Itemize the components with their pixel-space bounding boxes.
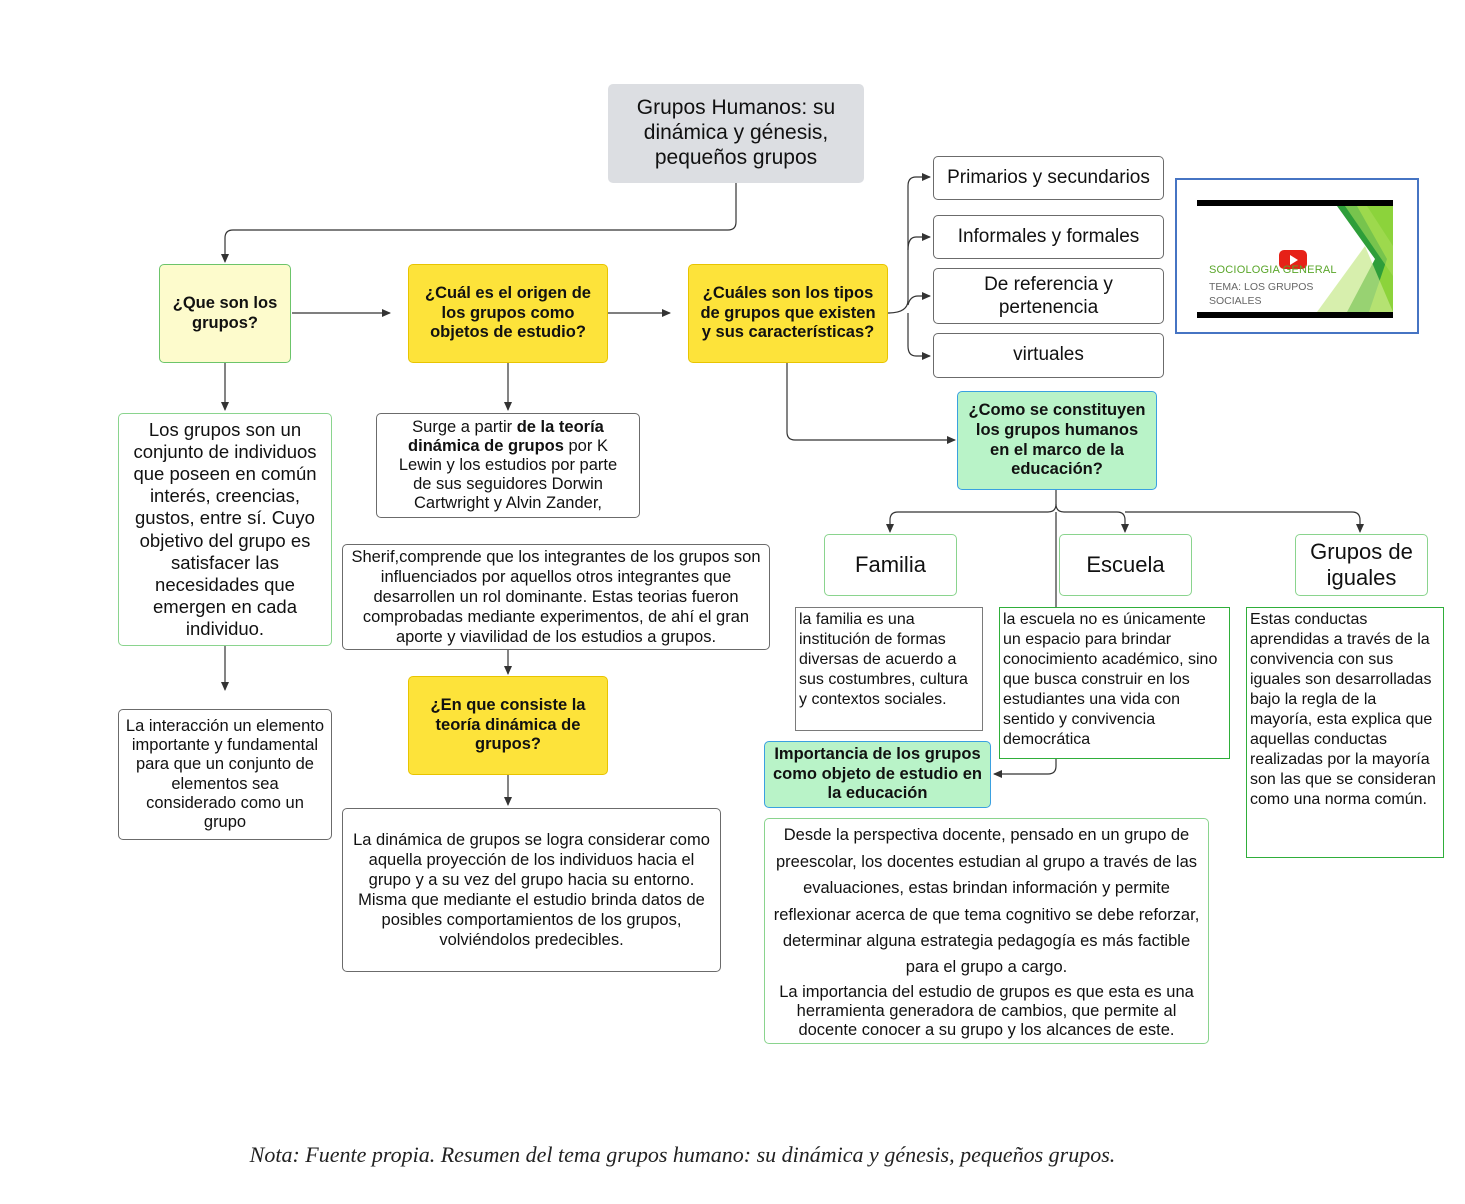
connector-tipos-referencia: [907, 292, 931, 306]
video-thumbnail[interactable]: SOCIOLOGIA GENERAL TEMA: LOS GRUPOS SOCI…: [1197, 200, 1393, 318]
connector-tipos-primarios: [887, 173, 931, 314]
node-tipos-grupos-label: ¿Cuáles son los tipos de grupos que exis…: [700, 283, 876, 342]
importancia-descripcion-p1: Desde la perspectiva docente, pensado en…: [773, 826, 1200, 977]
node-que-son-grupos-label: ¿Que son los grupos?: [172, 293, 278, 332]
tipo-item-informales: Informales y formales: [933, 215, 1164, 259]
iguales-descripcion-text: Estas conductas aprendidas a través de l…: [1250, 611, 1436, 808]
surge-pre: Surge a partir: [412, 418, 517, 437]
connector-tipos-informales: [907, 233, 931, 251]
node-constituyen-grupos-label: ¿Como se constituyen los grupos humanos …: [968, 400, 1146, 479]
tipo-item-informales-label: Informales y formales: [957, 225, 1140, 247]
definicion-grupos-text: Los grupos son un conjunto de individuos…: [133, 418, 317, 640]
context-escuela: Escuela: [1059, 534, 1192, 596]
tipo-item-virtuales-label: virtuales: [1013, 344, 1084, 366]
node-origen-grupos: ¿Cuál es el origen de los grupos como ob…: [408, 264, 608, 363]
node-teoria-dinamica: ¿En que consiste la teoría dinámica de g…: [408, 676, 608, 775]
sherif-aporte: Sherif,comprende que los integrantes de …: [342, 544, 770, 650]
importancia-descripcion-p2: La importancia del estudio de grupos es …: [779, 982, 1194, 1039]
surge-teoria: Surge a partir de la teoría dinámica de …: [376, 413, 640, 518]
connector-title-queson: [221, 183, 737, 263]
node-origen-grupos-label: ¿Cuál es el origen de los grupos como ob…: [425, 283, 591, 342]
video-title: SOCIOLOGIA GENERAL: [1209, 264, 1337, 276]
connector-tipos-constituyen: [786, 362, 956, 444]
tipo-item-primarios-label: Primarios y secundarios: [947, 166, 1150, 188]
surge-bold: de la teoría dinámica de grupos: [408, 418, 604, 456]
node-teoria-dinamica-label: ¿En que consiste la teoría dinámica de g…: [430, 695, 586, 754]
escuela-descripcion-text: la escuela no es únicamente un espacio p…: [1003, 611, 1218, 748]
context-escuela-label: Escuela: [1086, 551, 1165, 577]
video-subtitle-line1: TEMA: LOS GRUPOS: [1209, 281, 1314, 293]
main-title-node: Grupos Humanos: su dinámica y génesis, p…: [608, 84, 864, 183]
dinamica-grupos-def: La dinámica de grupos se logra considera…: [342, 808, 721, 972]
surge-teoria-text: Surge a partir de la teoría dinámica de …: [391, 418, 625, 513]
node-tipos-grupos: ¿Cuáles son los tipos de grupos que exis…: [688, 264, 888, 363]
tipo-item-primarios: Primarios y secundarios: [933, 156, 1164, 200]
connector-constituyen-escuela: [1055, 503, 1129, 533]
context-familia: Familia: [824, 534, 957, 596]
iguales-descripcion: Estas conductas aprendidas a través de l…: [1246, 607, 1444, 858]
video-subtitle-line2: SOCIALES: [1209, 295, 1262, 308]
familia-descripcion-text: la familia es una institución de formas …: [799, 611, 968, 708]
tipo-item-virtuales: virtuales: [933, 333, 1164, 378]
importancia-descripcion: Desde la perspectiva docente, pensado en…: [764, 818, 1209, 1044]
context-familia-label: Familia: [855, 551, 926, 577]
connector-constituyen-contexts: [886, 490, 1057, 533]
main-title: Grupos Humanos: su dinámica y génesis, p…: [636, 96, 836, 169]
context-grupos-iguales: Grupos de iguales: [1295, 534, 1428, 596]
youtube-play-icon[interactable]: [1279, 250, 1307, 269]
node-importancia-grupos-label: Importancia de los grupos como objeto de…: [772, 744, 982, 803]
familia-descripcion: la familia es una institución de formas …: [795, 607, 983, 731]
sherif-aporte-text: Sherif,comprende que los integrantes de …: [351, 547, 761, 647]
video-subtitle: TEMA: LOS GRUPOS SOCIALES: [1209, 280, 1313, 308]
slide-green-decoration: [1317, 206, 1393, 312]
node-importancia-grupos: Importancia de los grupos como objeto de…: [764, 741, 991, 808]
definicion-grupos: Los grupos son un conjunto de individuos…: [118, 413, 332, 646]
connector-tipos-virtuales: [907, 313, 931, 360]
interaccion-grupo-text: La interacción un elemento importante y …: [125, 716, 325, 832]
dinamica-grupos-def-text: La dinámica de grupos se logra considera…: [353, 830, 710, 950]
surge-post: por K Lewin y los estudios por parte de …: [398, 437, 618, 512]
figure-caption: Nota: Fuente propia. Resumen del tema gr…: [249, 1142, 1116, 1167]
connector-constituyen-iguales: [1125, 511, 1364, 533]
connector-constituyen-importancia: [993, 512, 1057, 778]
video-thumbnail-frame[interactable]: SOCIOLOGIA GENERAL TEMA: LOS GRUPOS SOCI…: [1175, 178, 1419, 334]
escuela-descripcion: la escuela no es únicamente un espacio p…: [999, 607, 1230, 759]
tipo-item-referencia-label: De referencia y pertenencia: [984, 273, 1113, 318]
interaccion-grupo: La interacción un elemento importante y …: [118, 709, 332, 840]
node-que-son-grupos: ¿Que son los grupos?: [159, 264, 291, 363]
context-grupos-iguales-label: Grupos de iguales: [1310, 538, 1413, 590]
node-constituyen-grupos: ¿Como se constituyen los grupos humanos …: [957, 391, 1157, 490]
tipo-item-referencia: De referencia y pertenencia: [933, 268, 1164, 324]
